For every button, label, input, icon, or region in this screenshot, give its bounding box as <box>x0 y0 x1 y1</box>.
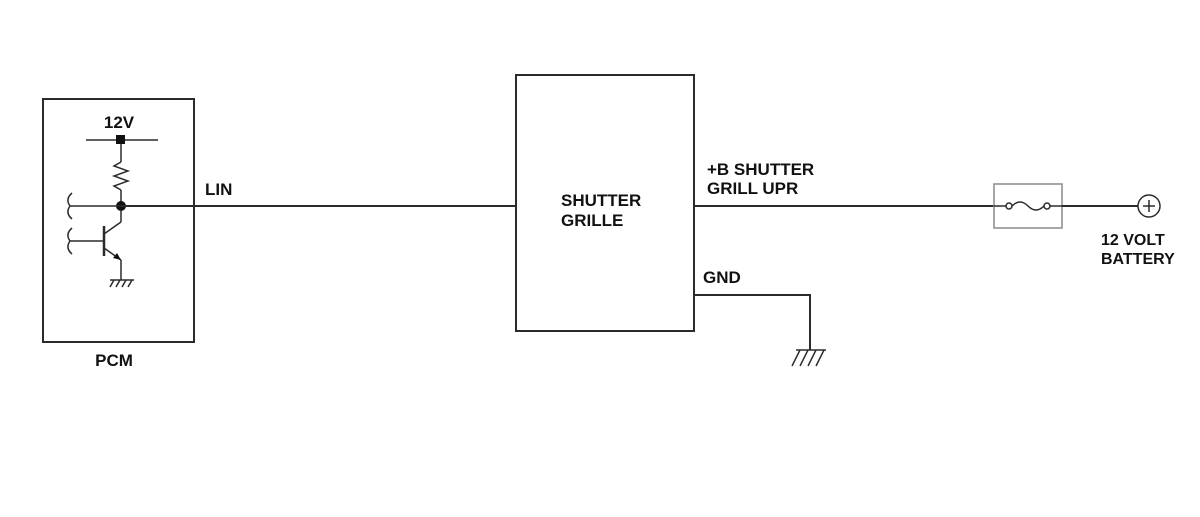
b-plus-label-line2: GRILL UPR <box>707 179 798 198</box>
pcm-supply-label: 12V <box>104 113 135 132</box>
shutter-grille-box <box>515 74 695 332</box>
shutter-grille-module: SHUTTER GRILLE <box>515 74 695 332</box>
lin-label: LIN <box>205 180 232 199</box>
transistor-icon <box>70 211 122 280</box>
ground-icon <box>791 349 826 367</box>
shutter-grille-label-line2: GRILLE <box>561 211 623 230</box>
pcm-label: PCM <box>95 351 133 370</box>
shutter-grille-label-line1: SHUTTER <box>561 191 641 210</box>
battery-positive-icon <box>1137 194 1161 218</box>
gnd-wire <box>694 294 811 350</box>
supply-node <box>116 135 125 144</box>
b-plus-label-line1: +B SHUTTER <box>707 160 814 179</box>
battery-label-line2: BATTERY <box>1101 251 1175 268</box>
pcm-ground-icon <box>109 279 134 288</box>
battery-label-line1: 12 VOLT <box>1101 232 1165 249</box>
gnd-label: GND <box>703 268 741 287</box>
fuse-icon <box>993 183 1063 229</box>
pcm-module: PCM 12V <box>42 98 195 370</box>
